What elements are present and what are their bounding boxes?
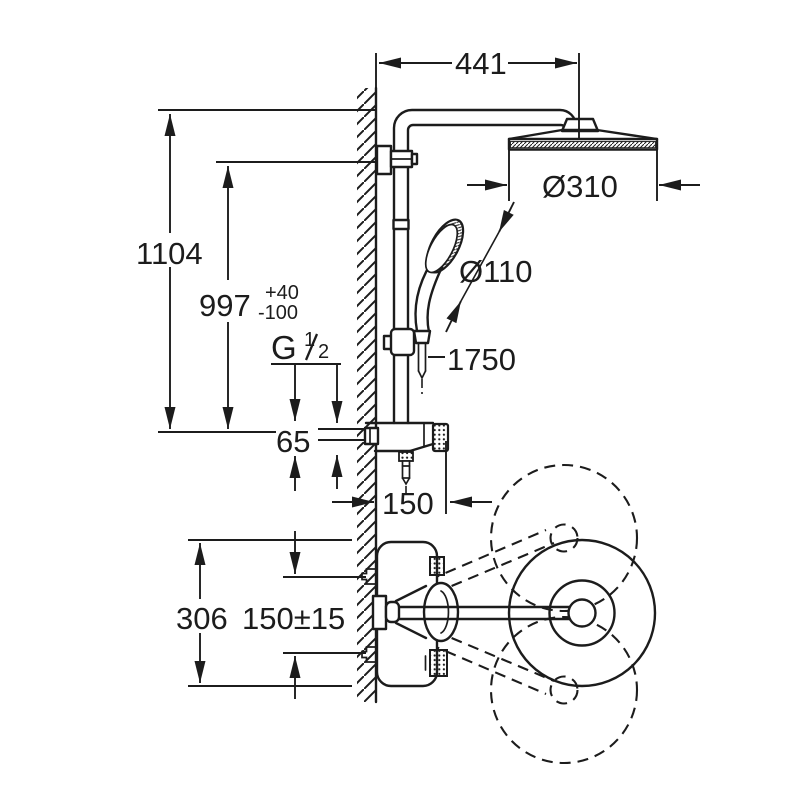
dimension-65: 65 (276, 424, 366, 491)
wall-bracket (375, 144, 419, 176)
dimension-306: 306 (176, 539, 352, 687)
dim-997-tolerance-plus: +40 (265, 282, 299, 304)
plan-view (361, 463, 657, 765)
dim-310-label: Ø310 (542, 169, 618, 204)
dim-150pm15-label: 150±15 (242, 601, 345, 636)
inlet-union (363, 426, 380, 446)
temperature-knob (431, 422, 450, 453)
side-view (363, 108, 659, 499)
hose-connector (412, 329, 432, 345)
arm-ball-joint (567, 598, 597, 628)
dimension-hand-diameter: Ø110 (445, 201, 533, 333)
thread-denominator: 2 (318, 341, 329, 363)
dim-306-label: 306 (176, 601, 228, 636)
dim-997-label: 997 (199, 288, 251, 323)
dimension-inlet-spacing: 150±15 (242, 531, 366, 699)
temperature-knob-plan (429, 649, 448, 677)
head-shower-plan-outline (507, 538, 657, 688)
hand-shower-body (424, 223, 459, 274)
dim-150-label: 150 (382, 486, 434, 521)
dimension-150-depth: 150 (332, 441, 492, 521)
dim-997-tolerance-minus: -100 (258, 302, 298, 324)
hose-outlet (398, 451, 414, 499)
arm-bracket-plan (371, 594, 388, 631)
swivel-range-dashed (428, 463, 639, 765)
hand-shower-handle-inner (426, 265, 444, 334)
rail-joint-ring (392, 218, 410, 231)
swivel-position-upper (489, 463, 639, 613)
thermostat-plan-view (361, 540, 448, 688)
dim-1750-label: 1750 (447, 342, 516, 377)
hand-shower (382, 218, 465, 398)
slider-holder (389, 327, 416, 357)
dimension-head-diameter: Ø310 (467, 150, 700, 204)
thread-label: G 1 2 (271, 329, 343, 423)
thermostat-side-view (363, 421, 450, 499)
swivel-position-lower (489, 615, 639, 765)
head-shower-plan-inner (548, 579, 616, 647)
head-shower (507, 117, 659, 151)
fraction-slash (304, 333, 319, 361)
shutoff-knob-plan (429, 556, 445, 576)
arm-bell (422, 581, 460, 643)
dim-110-label: Ø110 (459, 254, 533, 289)
dimension-1750: 1750 (428, 342, 516, 377)
wall-hatching (357, 88, 376, 702)
dimension-1104: 1104 (136, 109, 375, 429)
thread-g-label: G (271, 329, 297, 366)
dim-441-label: 441 (455, 46, 507, 81)
swivel-arm-plan (384, 581, 597, 643)
thread-numerator: 1 (304, 329, 315, 351)
arm-joint (384, 600, 401, 624)
dim-1104-label: 1104 (136, 236, 203, 271)
supply-union-lower (361, 646, 378, 663)
dim-65-label: 65 (276, 424, 310, 459)
shower-hose (417, 342, 427, 398)
head-shower-spray-face (510, 141, 656, 149)
dimension-997: 997 +40 -100 (158, 161, 375, 433)
dimension-441: 441 (375, 46, 580, 139)
